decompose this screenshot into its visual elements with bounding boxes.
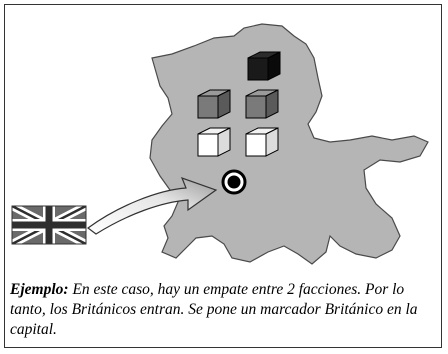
black-cube: [247, 51, 281, 81]
white-cube: [245, 127, 279, 157]
example-caption: Ejemplo: En este caso, hay un empate ent…: [10, 280, 440, 340]
union-jack-icon: [11, 205, 87, 245]
capital-marker: [221, 169, 247, 195]
caption-text: En este caso, hay un empate entre 2 facc…: [10, 281, 418, 338]
entry-arrow: [86, 176, 218, 235]
white-cube: [197, 127, 231, 157]
caption-lead: Ejemplo:: [10, 281, 69, 298]
region-territory: [149, 23, 429, 265]
gray-cube: [197, 89, 231, 119]
gray-cube: [245, 89, 279, 119]
